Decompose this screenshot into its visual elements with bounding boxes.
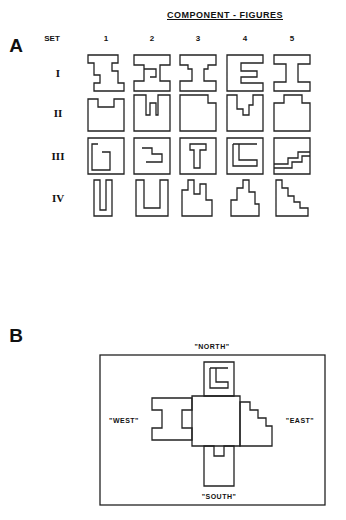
component-figure — [227, 55, 263, 91]
component-figure — [88, 55, 124, 91]
component-figure — [134, 95, 170, 131]
component-figure — [274, 95, 310, 131]
row-number: IV — [52, 192, 64, 204]
column-heading: SET — [44, 34, 60, 43]
composite-figure — [152, 362, 272, 486]
component-figure — [136, 180, 168, 216]
component-figure — [88, 138, 124, 174]
component-figure — [274, 55, 310, 91]
row-number: I — [56, 67, 60, 79]
direction-label: "SOUTH" — [202, 493, 237, 500]
component-figure — [94, 180, 112, 216]
component-figure — [276, 180, 308, 216]
panel-letter: A — [9, 35, 23, 57]
panel-letter: B — [9, 325, 23, 347]
column-number: 2 — [150, 34, 154, 43]
component-figure — [180, 55, 216, 91]
figure-title: COMPONENT - FIGURES — [167, 10, 283, 20]
component-figure — [182, 180, 212, 216]
component-figure — [227, 138, 263, 174]
row-number: III — [52, 150, 65, 162]
component-figure — [180, 95, 216, 131]
component-figure — [274, 138, 310, 174]
frame — [100, 355, 325, 505]
component-figure — [134, 138, 170, 174]
component-figure — [88, 99, 124, 131]
component-figure — [180, 138, 216, 174]
column-number: 4 — [243, 34, 247, 43]
component-figure — [227, 95, 263, 131]
column-number: 3 — [196, 34, 200, 43]
direction-label: "EAST" — [286, 417, 314, 424]
column-number: 1 — [104, 34, 108, 43]
direction-label: "NORTH" — [194, 343, 229, 350]
row-number: II — [54, 107, 63, 119]
component-figure — [134, 55, 170, 91]
column-number: 5 — [290, 34, 294, 43]
component-figure — [231, 180, 259, 216]
direction-label: "WEST" — [109, 417, 139, 424]
